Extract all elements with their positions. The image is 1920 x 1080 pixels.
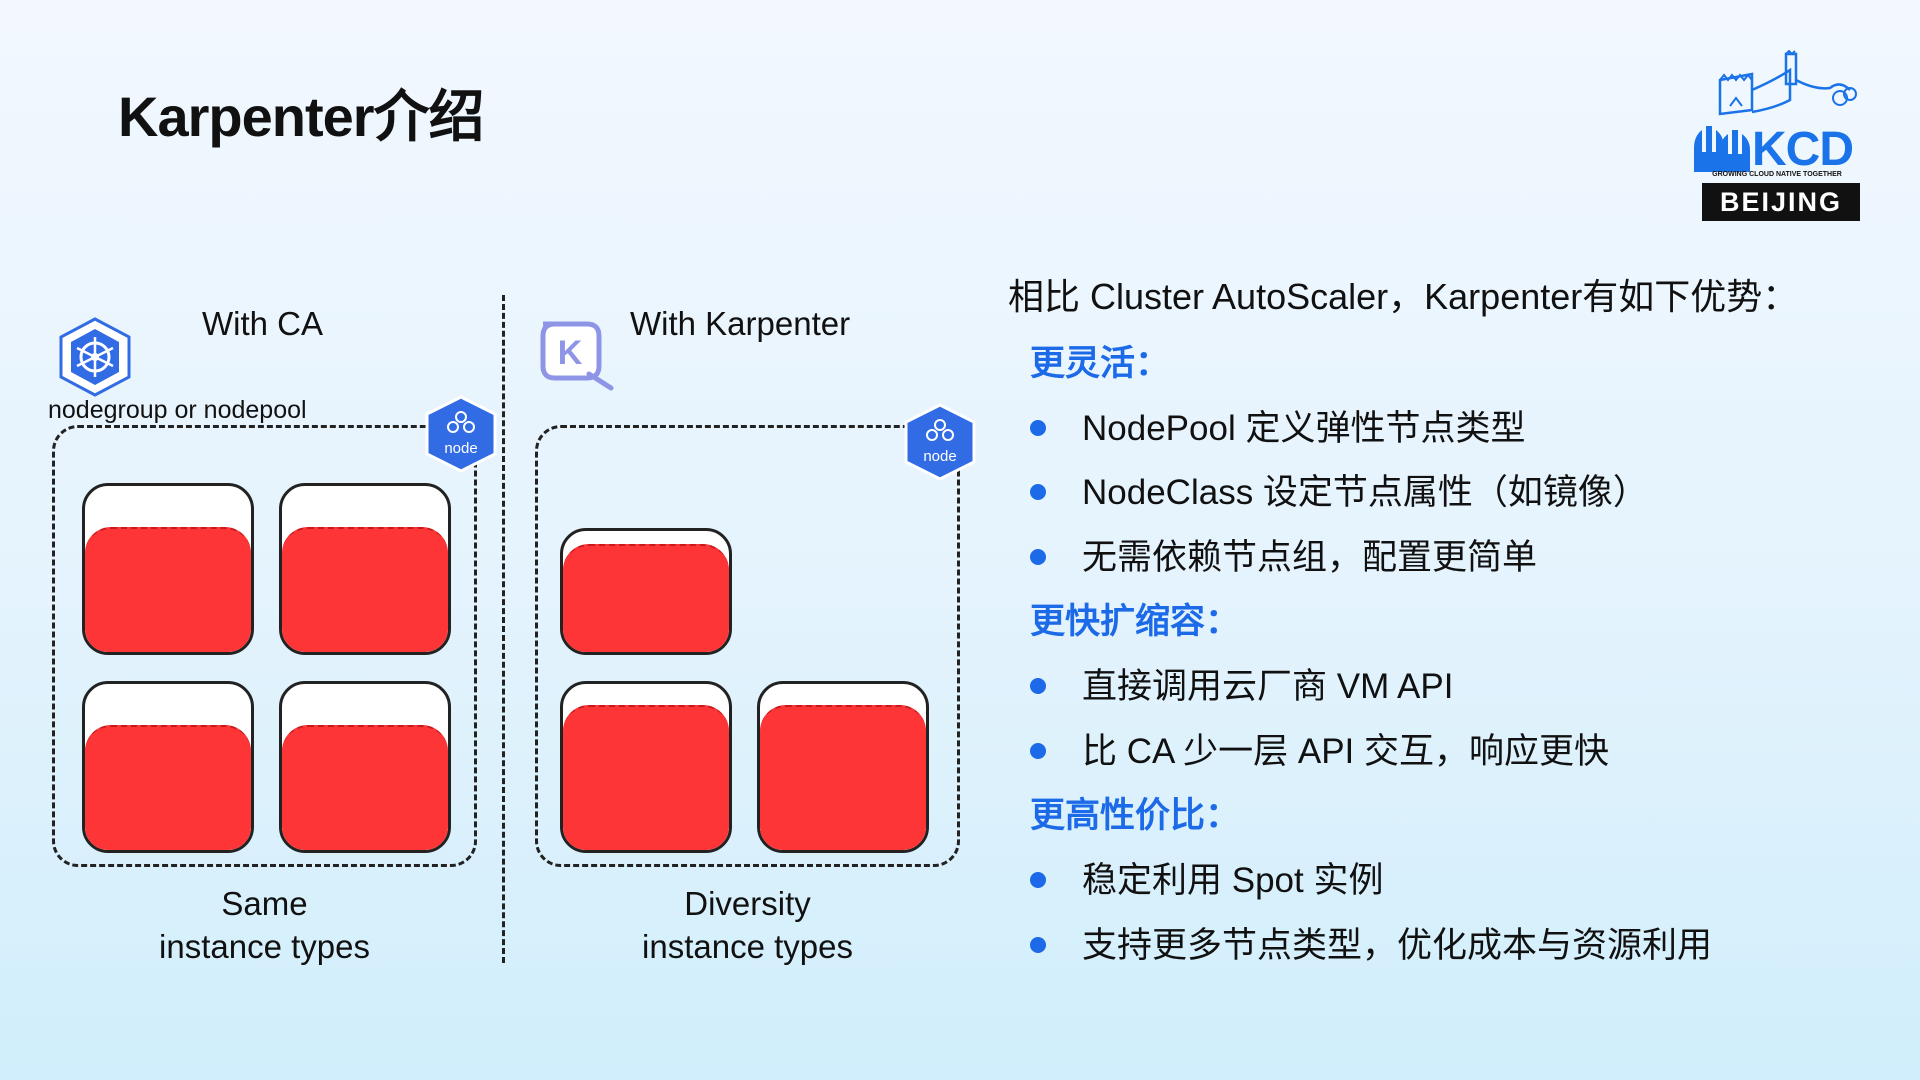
- great-wall-icon: [1718, 50, 1857, 116]
- node-badge-label: node: [444, 440, 478, 457]
- kcd-city-label: BEIJING: [1702, 183, 1860, 221]
- bullet-dot-icon: [1030, 742, 1046, 759]
- instance-node: [279, 483, 451, 655]
- bullet-item: 稳定利用 Spot 实例: [1030, 852, 1383, 903]
- instance-node: [82, 483, 254, 655]
- slide-title: Karpenter介绍: [118, 85, 485, 148]
- hands-icon: [1694, 126, 1750, 172]
- instance-node: [757, 681, 929, 853]
- instance-usage: [85, 725, 251, 850]
- instance-node: [82, 681, 254, 853]
- node-badge-icon: node: [421, 394, 501, 474]
- bullet-item: 直接调用云厂商 VM API: [1030, 658, 1453, 709]
- kubernetes-icon: [55, 315, 135, 399]
- node-badge-label: node: [923, 448, 957, 465]
- bullet-item: NodeClass 设定节点属性（如镜像）: [1030, 464, 1648, 515]
- section-heading-cost: 更高性价比：: [1030, 796, 1241, 835]
- bullet-item: 比 CA 少一层 API 交互，响应更快: [1030, 723, 1609, 774]
- diagram-divider: [502, 295, 505, 963]
- instance-usage: [563, 543, 729, 652]
- with-ca-header: With CA: [202, 305, 324, 342]
- section-heading-flexible: 更灵活：: [1030, 344, 1171, 383]
- bullet-item: 无需依赖节点组，配置更简单: [1030, 529, 1537, 580]
- kcd-tagline: GROWING CLOUD NATIVE TOGETHER: [1712, 171, 1842, 178]
- instance-node: [279, 681, 451, 853]
- instance-usage: [563, 705, 729, 850]
- bullet-text: 直接调用云厂商 VM API: [1082, 667, 1454, 706]
- karpenter-nodepool-box: [535, 425, 960, 867]
- left-caption-line2: instance types: [159, 928, 370, 965]
- kcd-beijing-logo: KCD GROWING CLOUD NATIVE TOGETHER BEIJIN…: [1690, 50, 1865, 230]
- instance-node: [560, 681, 732, 853]
- kcd-wordmark: KCD: [1752, 123, 1854, 176]
- bullet-text: 比 CA 少一层 API 交互，响应更快: [1082, 732, 1610, 771]
- bullet-text: NodeClass 设定节点属性（如镜像）: [1082, 473, 1648, 512]
- bullet-dot-icon: [1030, 677, 1046, 694]
- karpenter-letter: K: [558, 334, 583, 372]
- bullet-dot-icon: [1030, 483, 1046, 500]
- right-caption-line1: Diversity: [684, 885, 811, 922]
- with-karpenter-header: With Karpenter: [630, 305, 851, 342]
- instance-usage: [85, 527, 251, 652]
- instance-usage: [760, 705, 926, 850]
- instance-node: [560, 528, 732, 655]
- left-caption: Same instance types: [52, 882, 477, 968]
- bullet-text: 无需依赖节点组，配置更简单: [1082, 538, 1538, 577]
- bullet-dot-icon: [1030, 871, 1046, 888]
- bullet-text: 支持更多节点类型，优化成本与资源利用: [1082, 926, 1713, 965]
- nodegroup-label: nodegroup or nodepool: [48, 396, 307, 424]
- section-heading-faster: 更快扩缩容：: [1030, 602, 1241, 641]
- node-badge-icon: node: [900, 402, 980, 482]
- nodegroup-box: [52, 425, 477, 867]
- bullet-text: 稳定利用 Spot 实例: [1082, 861, 1384, 900]
- bullet-item: 支持更多节点类型，优化成本与资源利用: [1030, 917, 1712, 968]
- bullet-text: NodePool 定义弹性节点类型: [1082, 409, 1526, 448]
- bullet-dot-icon: [1030, 936, 1046, 953]
- instance-usage: [282, 725, 448, 850]
- bullet-dot-icon: [1030, 548, 1046, 565]
- bullet-item: NodePool 定义弹性节点类型: [1030, 400, 1525, 451]
- left-caption-line1: Same: [221, 885, 308, 922]
- advantages-intro: 相比 Cluster AutoScaler，Karpenter有如下优势：: [1008, 276, 1799, 317]
- right-caption: Diversity instance types: [535, 882, 960, 968]
- bullet-dot-icon: [1030, 419, 1046, 436]
- instance-usage: [282, 527, 448, 652]
- right-caption-line2: instance types: [642, 928, 853, 965]
- karpenter-icon: K: [533, 316, 617, 392]
